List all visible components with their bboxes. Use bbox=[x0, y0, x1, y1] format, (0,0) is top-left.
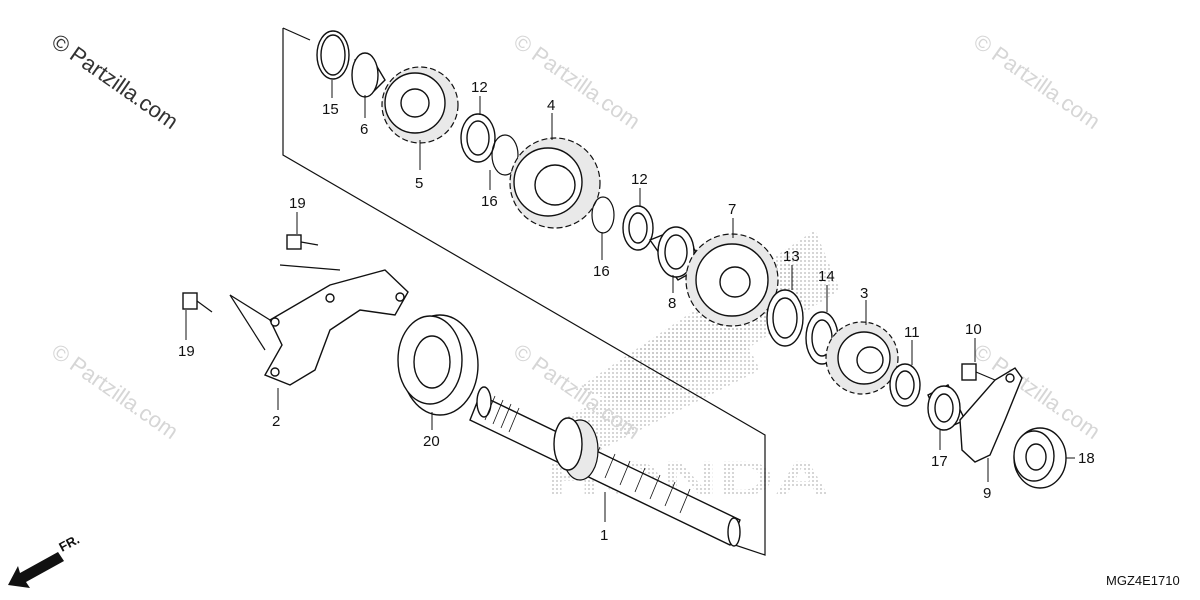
ring-part-15 bbox=[316, 30, 350, 80]
callout-19-upper: 19 bbox=[289, 195, 306, 212]
gear-part-3 bbox=[825, 321, 899, 395]
needle-bearing-part-8 bbox=[648, 226, 707, 281]
bolt-part-10 bbox=[961, 363, 996, 381]
washer-part-13 bbox=[766, 289, 804, 347]
callout-12-lower: 12 bbox=[631, 171, 648, 188]
bracket-part-2 bbox=[229, 264, 409, 386]
plate-part-9 bbox=[959, 367, 1023, 463]
bolt-part-19-lower bbox=[182, 292, 213, 313]
watermark-repeat: © Partzilla.com bbox=[509, 29, 645, 135]
callout-9: 9 bbox=[983, 485, 991, 502]
callout-16-upper: 16 bbox=[481, 193, 498, 210]
gear-part-5 bbox=[381, 66, 459, 144]
washer-part-11 bbox=[889, 363, 921, 407]
watermark-repeat: © Partzilla.com bbox=[47, 339, 183, 445]
watermarks: © Partzilla.com © Partzilla.com © Partzi… bbox=[47, 29, 1105, 445]
callout-12-upper: 12 bbox=[471, 79, 488, 96]
bearing-part-20 bbox=[397, 314, 479, 416]
callout-2: 2 bbox=[272, 413, 280, 430]
callout-20: 20 bbox=[423, 433, 440, 450]
callout-3: 3 bbox=[860, 285, 868, 302]
watermark-repeat: © Partzilla.com bbox=[969, 29, 1105, 135]
needle-bearing-part-17 bbox=[927, 384, 966, 431]
callout-6: 6 bbox=[360, 121, 368, 138]
callout-19-lower: 19 bbox=[178, 343, 195, 360]
callout-labels: 1 2 3 4 5 6 7 8 9 10 11 12 12 13 14 15 1… bbox=[178, 79, 1095, 544]
washer-part-12-lower bbox=[622, 205, 654, 251]
callout-4: 4 bbox=[547, 97, 555, 114]
assembly-frame-lines bbox=[282, 27, 766, 556]
leader-lines bbox=[185, 80, 1075, 522]
bolt-part-19-upper bbox=[286, 234, 319, 250]
callout-8: 8 bbox=[668, 295, 676, 312]
gear-part-7 bbox=[685, 233, 779, 327]
circlip-part-16-upper bbox=[491, 134, 519, 176]
front-direction-label: FR. bbox=[56, 532, 82, 555]
watermark-main: © Partzilla.com bbox=[47, 29, 183, 135]
washer-part-12-upper bbox=[460, 113, 496, 163]
callout-14: 14 bbox=[818, 268, 835, 285]
callout-1: 1 bbox=[600, 527, 608, 544]
mainshaft-part-1 bbox=[469, 386, 741, 547]
callout-5: 5 bbox=[415, 175, 423, 192]
circlip-part-16-lower bbox=[591, 196, 615, 234]
gear-part-4 bbox=[509, 137, 601, 229]
callout-18: 18 bbox=[1078, 450, 1095, 467]
front-direction-arrow: FR. bbox=[8, 532, 82, 588]
callout-11: 11 bbox=[904, 324, 920, 341]
bearing-part-18 bbox=[1013, 427, 1067, 489]
callout-16-lower: 16 bbox=[593, 263, 610, 280]
callout-17: 17 bbox=[931, 453, 948, 470]
diagram-code: MGZ4E1710 bbox=[1106, 573, 1180, 588]
bushing-part-6 bbox=[351, 52, 386, 98]
callout-10: 10 bbox=[965, 321, 982, 338]
callout-7: 7 bbox=[728, 201, 736, 218]
callout-15: 15 bbox=[322, 101, 339, 118]
callout-13: 13 bbox=[783, 248, 800, 265]
